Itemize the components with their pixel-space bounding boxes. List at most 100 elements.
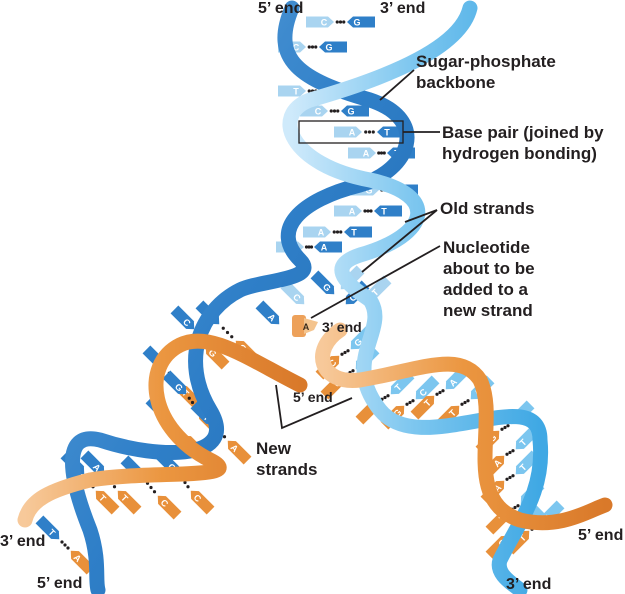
hydrogen-bond-dots xyxy=(505,449,515,456)
new-base: A xyxy=(70,550,95,575)
bottom-right-3prime-end-label: 3’ end xyxy=(506,576,552,593)
hydrogen-bond-dots xyxy=(405,399,415,406)
svg-text:T: T xyxy=(518,437,529,448)
old-strands-leader-line xyxy=(361,209,438,273)
base-left: A xyxy=(348,147,376,159)
hydrogen-bond-dots xyxy=(377,151,386,155)
base-left: T xyxy=(278,85,306,97)
bottom-left-3prime-end-label: 3’ end xyxy=(0,533,46,550)
new-base: T xyxy=(410,395,435,420)
old-base: A xyxy=(255,300,280,325)
label-line: strands xyxy=(256,460,318,479)
svg-text:G: G xyxy=(353,18,360,28)
svg-text:T: T xyxy=(447,407,458,418)
svg-text:G: G xyxy=(347,107,354,117)
svg-text:T: T xyxy=(517,532,528,543)
svg-text:T: T xyxy=(97,493,108,504)
new-strand-backbone xyxy=(17,333,308,528)
sugar-phosphate-label: Sugar-phosphate backbone xyxy=(416,51,556,93)
old-base: A xyxy=(80,450,105,475)
svg-text:G: G xyxy=(365,186,372,196)
free-nucleotide-base: A xyxy=(303,322,310,332)
hydrogen-bond-dots xyxy=(500,424,510,431)
new-base: T xyxy=(95,490,120,515)
svg-text:T: T xyxy=(46,527,57,538)
base-left: A xyxy=(303,226,331,238)
old-base: C xyxy=(415,375,440,400)
old-base: G xyxy=(162,370,187,395)
unpaired-base: G xyxy=(310,270,335,295)
base-right: A xyxy=(314,241,342,253)
old-base: C xyxy=(280,280,305,305)
base-left: A xyxy=(334,205,362,217)
svg-text:T: T xyxy=(381,207,387,217)
hydrogen-bond-dots xyxy=(340,349,350,356)
nucleotide-label: Nucleotide about to be added to a new st… xyxy=(443,237,535,321)
svg-text:C: C xyxy=(315,107,322,117)
old-strand-backbone xyxy=(282,0,549,594)
base-right: T xyxy=(344,226,372,238)
old-base: T xyxy=(35,515,60,540)
svg-text:G: G xyxy=(325,43,332,53)
base-right: G xyxy=(347,16,375,28)
hydrogen-bond-dots xyxy=(505,474,515,481)
new-strands-leader-line xyxy=(275,384,353,430)
svg-text:A: A xyxy=(349,128,356,138)
svg-text:T: T xyxy=(351,228,357,238)
svg-text:T: T xyxy=(293,87,299,97)
base-left: A xyxy=(334,126,362,138)
hydrogen-bond-dots xyxy=(435,389,445,396)
hydrogen-bond-dots xyxy=(60,540,70,550)
hydrogen-bond-dots xyxy=(332,230,343,234)
hydrogen-bond-dots xyxy=(329,109,340,113)
top-3prime-end-label: 3’ end xyxy=(380,0,426,17)
fork-3prime-end-label: 3’ end xyxy=(322,319,362,335)
unpaired-base: T xyxy=(367,275,392,300)
svg-text:T: T xyxy=(518,462,529,473)
svg-text:A: A xyxy=(363,149,370,159)
base-right: G xyxy=(341,105,369,117)
svg-text:T: T xyxy=(384,128,390,138)
leader-lines xyxy=(275,69,441,430)
hydrogen-bond-dots xyxy=(460,399,470,406)
new-base: C xyxy=(157,495,182,520)
new-strands-label: New strands xyxy=(256,438,317,480)
nucleotide-leader-line xyxy=(310,245,441,319)
svg-text:T: T xyxy=(370,287,381,298)
base-right: G xyxy=(319,41,347,53)
hydrogen-bond-dots xyxy=(307,45,318,49)
base-left: C xyxy=(306,16,334,28)
old-strands-leader-line xyxy=(404,209,438,223)
base-right: T xyxy=(374,205,402,217)
label-line: added to a xyxy=(443,280,529,299)
svg-text:T: T xyxy=(393,382,404,393)
unpaired-base: A xyxy=(255,300,280,325)
hydrogen-bond-dots xyxy=(335,20,346,24)
svg-text:C: C xyxy=(321,18,328,28)
svg-text:A: A xyxy=(318,228,325,238)
hydrogen-bond-dots xyxy=(145,481,157,494)
svg-text:A: A xyxy=(349,207,356,217)
base-pair-label: Base pair (joined by hydrogen bonding) xyxy=(442,122,604,164)
new-base: A xyxy=(227,440,252,465)
svg-text:C: C xyxy=(293,43,300,53)
fork-5prime-end-label: 5’ end xyxy=(293,389,333,405)
label-line: about to be xyxy=(443,259,535,278)
old-strand-backbone xyxy=(65,0,415,594)
svg-text:T: T xyxy=(119,493,130,504)
hydrogen-bond-dots xyxy=(304,245,314,249)
old-base: C xyxy=(170,305,195,330)
bottom-right-5prime-end-label: 5’ end xyxy=(578,527,624,544)
base-pair: TA xyxy=(35,515,95,575)
label-line: Sugar-phosphate xyxy=(416,52,556,71)
hydrogen-bond-dots xyxy=(221,326,234,339)
label-line: Base pair (joined by xyxy=(442,123,604,142)
label-line: Nucleotide xyxy=(443,238,530,257)
label-line: New xyxy=(256,439,291,458)
bottom-left-5prime-end-label: 5’ end xyxy=(37,575,83,592)
